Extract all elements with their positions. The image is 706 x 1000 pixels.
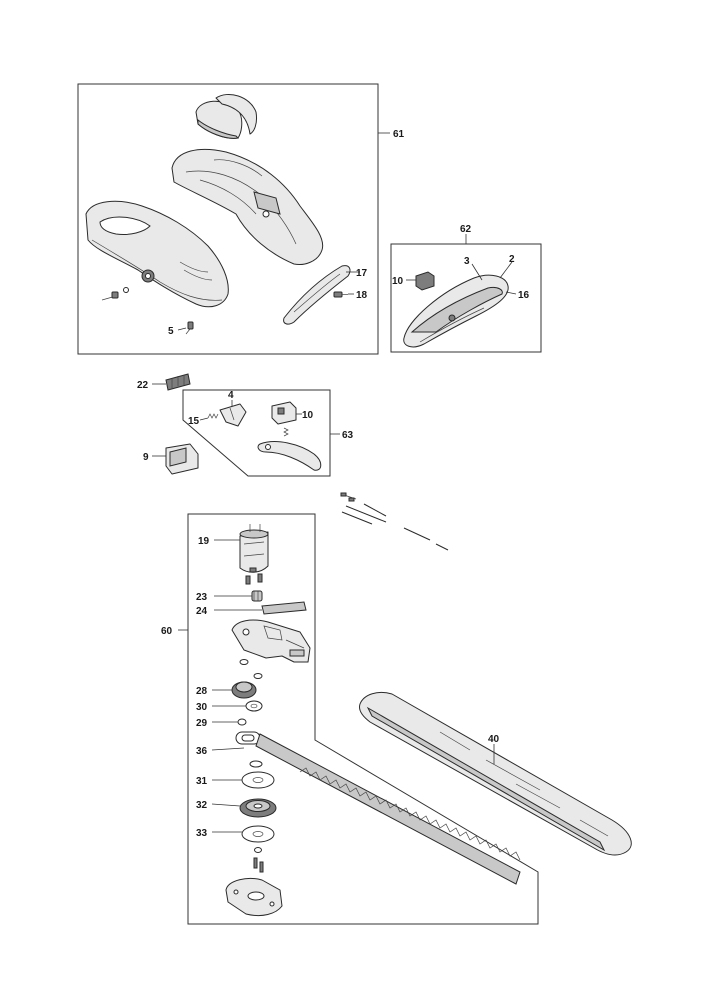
group-62-frame [390,243,542,353]
battery-cover-parts [195,94,257,139]
callout-61: 61 [393,129,405,140]
callout-22: 22 [137,380,149,391]
callout-63: 63 [342,430,354,441]
bottom-screws [253,857,264,873]
pins-rods [340,492,449,551]
callout-29: 29 [196,718,208,729]
front-handle-body [403,274,509,348]
callout-23: 23 [196,592,208,603]
callout-32: 32 [196,800,208,811]
callout-9: 9 [143,452,149,463]
spacer-small [254,847,262,853]
screw-5 [185,321,194,335]
callout-62: 62 [460,224,472,235]
part-9-bracket [165,443,199,475]
callout-15: 15 [188,416,200,427]
washer-small [249,760,263,768]
housing-upper-half [171,148,324,265]
gear-28 [231,681,257,699]
motor-screws [245,573,263,585]
callout-28: 28 [196,686,208,697]
callout-2: 2 [509,254,515,265]
part-4-lever [219,403,247,427]
callout-19: 19 [198,536,210,547]
group-60-frame [187,513,539,925]
gear-32 [239,798,277,818]
switch-10-assembly [271,401,297,425]
screw-set-left [101,287,129,301]
housing-handle-half [85,200,229,308]
group-61-housing: 61 [77,83,405,355]
part-22-block [165,373,191,391]
group-63-switch-assembly: 22 63 4 15 10 [137,373,354,477]
callout-24: 24 [196,606,208,617]
plate-33 [241,825,275,843]
gearbox-housing [231,619,311,679]
gearbox-bottom-cover [225,877,283,917]
blade-36 [235,731,521,885]
callout-3: 3 [464,256,470,267]
callout-10-top: 10 [392,276,404,287]
motor-19 [239,524,269,573]
callout-40: 40 [488,734,500,745]
lock-off-lever [257,441,322,471]
callout-33: 33 [196,828,208,839]
ring-29 [237,718,247,726]
strip-24 [261,601,307,615]
callout-31: 31 [196,776,208,787]
blade-guard-40 [359,691,632,856]
screw-18 [333,291,348,298]
callout-5: 5 [168,326,174,337]
washer-30 [245,700,263,712]
group-62-front-handle: 62 10 3 2 16 [390,224,542,353]
switch-10-handle [415,271,435,291]
spring-small [283,427,289,437]
callout-36: 36 [196,746,208,757]
group-61-frame [77,83,379,355]
callout-4: 4 [228,390,234,401]
spring-15 [207,413,219,419]
callout-30: 30 [196,702,208,713]
callout-17: 17 [356,268,368,279]
group-63-frame [182,389,331,477]
callout-16: 16 [518,290,530,301]
callout-60: 60 [161,626,173,637]
callout-10-mid: 10 [302,410,314,421]
pinion-23 [251,590,263,602]
callout-18: 18 [356,290,368,301]
plate-31 [241,771,275,789]
trigger-part-17 [283,265,351,325]
group-60-drive-blade: 60 19 23 24 [161,513,539,925]
